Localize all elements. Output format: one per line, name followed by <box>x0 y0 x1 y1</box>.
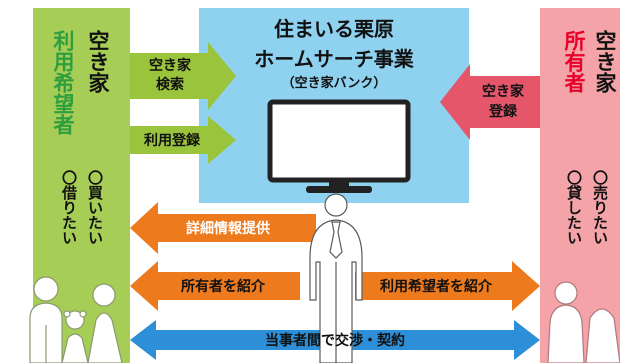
introduce-owner-arrow <box>130 261 300 311</box>
detail-info-arrow-label: 詳細情報提供 <box>148 218 308 238</box>
register-label: 利用登録 <box>144 133 200 149</box>
introduce-user-arrow-label: 利用希望者を紹介 <box>356 276 516 296</box>
search-label-1: 空き家 <box>149 58 191 74</box>
owner-register-label-2: 登録 <box>489 104 517 120</box>
title-line-3: （空き家バンク） <box>281 75 387 91</box>
introduce-owner-label: 所有者を紹介 <box>181 279 265 295</box>
user-wants-rent: 〇借りたい <box>60 170 78 245</box>
user-header-akiya: 空き家 <box>86 30 110 93</box>
owner-wants-sell: 〇売りたい <box>591 170 609 245</box>
search-arrow-label: 空き家 検索 <box>132 55 208 97</box>
search-arrow <box>130 42 236 110</box>
staff-person-icon <box>309 193 363 363</box>
owner-register-label-1: 空き家 <box>482 84 524 100</box>
introduce-user-label: 利用希望者を紹介 <box>380 279 492 295</box>
negotiate-label: 当事者間で交渉・契約 <box>265 333 405 349</box>
owner-register-arrow-label: 空き家 登録 <box>468 80 538 124</box>
detail-info-label: 詳細情報提供 <box>186 221 270 237</box>
title-line-1: 住まいる栗原 <box>274 16 394 41</box>
monitor-icon <box>267 99 411 193</box>
family-icon <box>29 276 123 363</box>
introduce-user-arrow <box>355 261 540 311</box>
search-label-2: 検索 <box>156 77 184 93</box>
owner-panel <box>540 8 620 363</box>
register-arrow-label: 利用登録 <box>132 130 212 150</box>
akiya-bank-title-2: ホームサーチ事業 <box>199 44 469 71</box>
owner-header-akiya: 空き家 <box>593 30 617 93</box>
user-wants-buy: 〇買いたい <box>86 170 104 245</box>
akiya-bank-subtitle: （空き家バンク） <box>199 72 469 91</box>
title-line-2: ホームサーチ事業 <box>254 46 414 71</box>
register-arrow <box>130 116 236 164</box>
negotiate-arrow-label: 当事者間で交渉・契約 <box>170 330 500 350</box>
introduce-owner-arrow-label: 所有者を紹介 <box>148 276 298 296</box>
owner-wants-lend: 〇貸したい <box>565 170 583 245</box>
owner-person-icon <box>547 281 620 363</box>
owner-register-arrow <box>440 64 540 140</box>
owner-header-role: 所有者 <box>562 30 586 93</box>
akiya-bank-title: 住まいる栗原 <box>199 14 469 41</box>
user-header-role: 利用希望者 <box>51 30 75 135</box>
detail-info-arrow <box>130 202 316 254</box>
